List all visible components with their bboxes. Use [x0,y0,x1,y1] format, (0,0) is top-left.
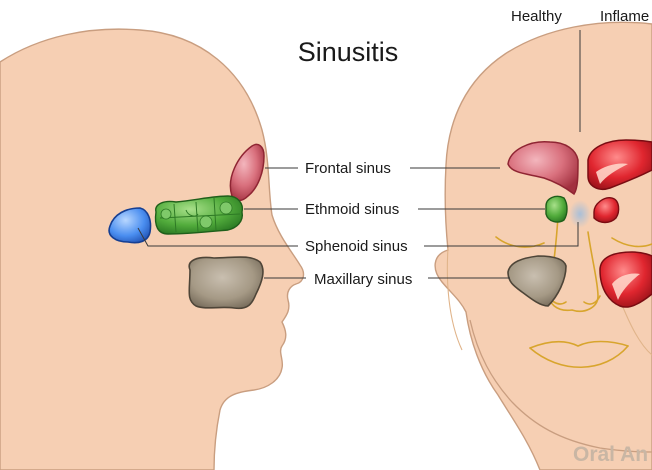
leader-sphenoid-right [424,222,579,247]
diagram-title: Sinusitis [298,37,399,67]
left-eye-line [495,236,545,248]
label-sphenoid-sinus: Sphenoid sinus [305,238,408,255]
maxillary-sinus-profile [188,256,264,310]
sphenoid-sinus-front [569,200,591,228]
upper-lip [529,340,629,349]
frontal-sinus-healthy [507,141,579,196]
watermark-text: Oral An [573,443,648,466]
profile-head [0,28,305,470]
label-frontal-sinus: Frontal sinus [305,160,391,177]
label-maxillary-sinus: Maxillary sinus [314,271,412,288]
nostril-right [583,295,601,305]
frontal-inflamed-highlight [596,163,628,184]
label-inflamed: Inflame [600,8,649,25]
ethmoid-sinus-profile [154,195,244,235]
label-healthy: Healthy [511,8,562,25]
label-ethmoid-sinus: Ethmoid sinus [305,201,399,218]
leader-sphenoid-left [137,227,298,247]
lower-lip [529,345,629,368]
jaw-contour [469,319,652,453]
ethmoid-sinus-healthy [545,195,568,223]
maxillary-sinus-healthy [507,255,567,307]
maxillary-inflamed-highlight [612,273,640,300]
frontal-sinus-profile [229,143,265,202]
sphenoid-sinus-profile [108,207,152,244]
ethmoid-sinus-inflamed [593,197,620,224]
right-eye-line [611,237,652,248]
cheek-line-left [446,247,463,351]
